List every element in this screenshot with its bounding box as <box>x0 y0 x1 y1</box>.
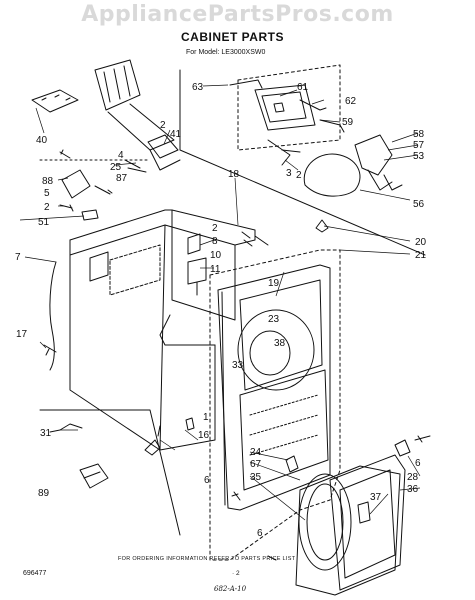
callout-35: 35 <box>250 472 262 483</box>
callout-labels: 63 61 62 59 58 57 53 56 3 2 40 88 5 2 51… <box>15 82 427 539</box>
callout-17: 17 <box>16 329 28 340</box>
callout-20: 20 <box>415 237 427 248</box>
hinge-bracket-part <box>31 89 79 113</box>
divider-line-bottom-left <box>39 409 181 536</box>
callout-41: 41 <box>170 129 182 140</box>
callout-3: 3 <box>286 168 292 179</box>
callout-5: 5 <box>44 188 50 199</box>
callout-2-mid: 2 <box>212 223 218 234</box>
door-outer <box>295 465 401 596</box>
callout-57: 57 <box>413 140 425 151</box>
callout-6-bottom: 6 <box>257 528 263 539</box>
callout-11: 11 <box>210 264 221 275</box>
callout-31: 31 <box>40 428 52 439</box>
callout-59: 59 <box>342 117 354 128</box>
callout-58: 58 <box>413 129 425 140</box>
callout-51: 51 <box>38 217 50 228</box>
callout-25: 25 <box>110 162 122 173</box>
cabinet-body <box>69 209 256 256</box>
divider-line-top-right <box>179 69 426 256</box>
wire-harness-part <box>49 261 57 371</box>
document-number: 696477 <box>23 570 47 577</box>
callout-18: 18 <box>228 169 240 180</box>
callout-2-top: 2 <box>160 120 166 131</box>
callout-7: 7 <box>15 252 21 263</box>
callout-23: 23 <box>268 314 280 325</box>
watermark-text: AppliancePartsPros.com <box>81 2 394 27</box>
door-panel <box>329 454 406 591</box>
callout-8: 8 <box>212 236 218 247</box>
callout-40: 40 <box>36 135 48 146</box>
callout-10: 10 <box>210 250 222 261</box>
callout-89: 89 <box>38 488 50 499</box>
diagram-title: CABINET PARTS <box>181 30 284 44</box>
callout-28: 28 <box>407 472 419 483</box>
bracket-part-89 <box>79 463 109 489</box>
motor-assembly-outline <box>237 64 341 151</box>
drive-belt <box>303 153 361 197</box>
callout-38: 38 <box>274 338 286 349</box>
clip-part <box>147 134 179 159</box>
callout-1: 1 <box>203 412 209 423</box>
callout-19: 19 <box>268 278 280 289</box>
handwritten-note: 682-A-10 <box>214 585 247 593</box>
callout-2-motor: 2 <box>296 170 302 181</box>
leveling-leg <box>144 439 161 456</box>
drum-opening <box>237 309 315 391</box>
wire-part <box>49 423 83 433</box>
ordering-info-footer: FOR ORDERING INFORMATION REFER TO PARTS … <box>118 556 296 562</box>
callout-63: 63 <box>192 82 204 93</box>
callout-24: 24 <box>250 447 262 458</box>
callout-6-left: 6 <box>204 475 210 486</box>
callout-6-right: 6 <box>415 458 421 469</box>
callout-56: 56 <box>413 199 425 210</box>
callout-33: 33 <box>232 360 244 371</box>
terminal-block-part <box>94 59 141 111</box>
callout-62: 62 <box>345 96 357 107</box>
page-number: · 2 <box>232 570 240 577</box>
callout-67: 67 <box>250 459 262 470</box>
callout-53: 53 <box>413 151 425 162</box>
callout-87: 87 <box>116 173 128 184</box>
model-label: For Model: LE3000XSW0 <box>186 49 266 56</box>
callout-61: 61 <box>297 82 309 93</box>
callout-2-left: 2 <box>44 202 50 213</box>
callout-16: 16 <box>198 430 210 441</box>
cover-plate-part <box>61 169 91 199</box>
motor-body <box>254 84 316 131</box>
callout-21: 21 <box>415 250 427 261</box>
callout-36: 36 <box>407 484 419 495</box>
callout-4: 4 <box>118 150 124 161</box>
front-panel-outline <box>209 249 341 561</box>
door-ring <box>298 473 352 571</box>
callout-88: 88 <box>42 176 54 187</box>
callout-37: 37 <box>370 492 382 503</box>
